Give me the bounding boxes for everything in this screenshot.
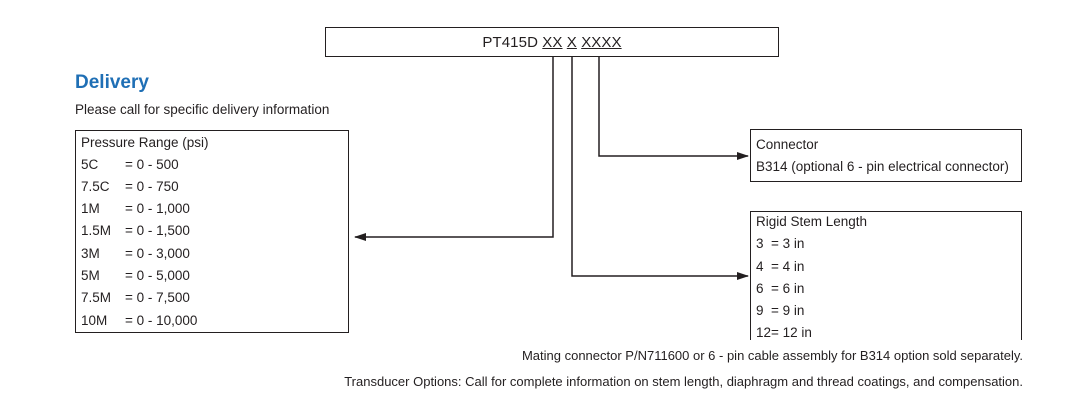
pressure-row: 7.5C= 0 - 750: [81, 179, 179, 194]
connector-option: B314 (optional 6 - pin electrical connec…: [756, 159, 1009, 174]
pressure-row: 5C= 0 - 500: [81, 157, 179, 172]
model-field-stem: X: [566, 33, 577, 51]
pressure-leader-line: [354, 57, 554, 241]
pressure-row: 7.5M= 0 - 7,500: [81, 290, 190, 305]
model-number-box: PT415D XX X XXXX: [325, 27, 779, 57]
model-prefix: PT415D: [482, 33, 539, 51]
pressure-row: 10M= 0 - 10,000: [81, 313, 198, 328]
delivery-title: Delivery: [75, 72, 149, 93]
connector-box: Connector B314 (optional 6 - pin electri…: [750, 129, 1022, 182]
stem-row: 12= 12 in: [756, 325, 812, 340]
mating-connector-note: Mating connector P/N711600 or 6 - pin ca…: [521, 348, 1023, 363]
stem-row: 6= 6 in: [756, 281, 805, 296]
rigid-stem-heading: Rigid Stem Length: [756, 214, 868, 229]
stem-row: 4= 4 in: [756, 259, 805, 274]
pressure-row: 1.5M= 0 - 1,500: [81, 223, 190, 238]
stem-leader-line: [571, 57, 749, 280]
delivery-text: Please call for specific delivery inform…: [75, 102, 330, 117]
transducer-options-note: Transducer Options: Call for complete in…: [344, 374, 1023, 389]
connector-heading: Connector: [756, 137, 819, 152]
model-field-pressure: XX: [542, 33, 563, 51]
pressure-row: 5M= 0 - 5,000: [81, 268, 190, 283]
connector-leader-line: [598, 57, 749, 160]
model-field-connector: XXXX: [581, 33, 622, 51]
pressure-range-heading: Pressure Range (psi): [81, 135, 209, 150]
stem-row: 9= 9 in: [756, 303, 805, 318]
rigid-stem-box: Rigid Stem Length 3= 3 in 4= 4 in 6= 6 i…: [750, 211, 1022, 340]
pressure-row: 1M= 0 - 1,000: [81, 201, 190, 216]
pressure-range-box: Pressure Range (psi) 5C= 0 - 500 7.5C= 0…: [75, 130, 349, 333]
pressure-row: 3M= 0 - 3,000: [81, 246, 190, 261]
stem-row: 3= 3 in: [756, 236, 805, 251]
